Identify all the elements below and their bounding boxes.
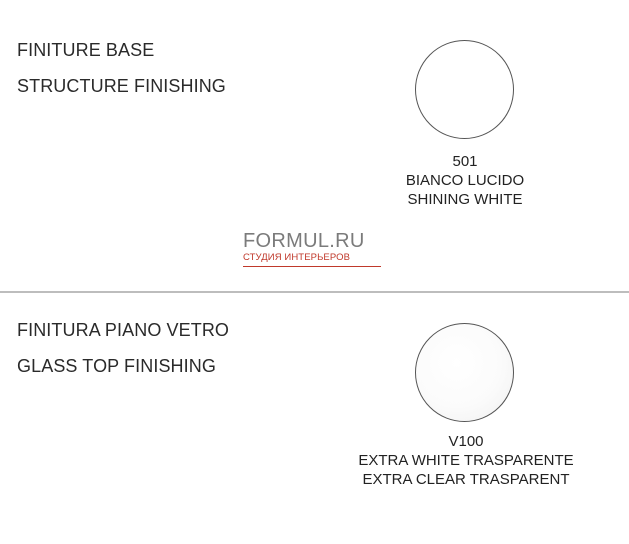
base-section-title-english: STRUCTURE FINISHING bbox=[17, 76, 226, 96]
base-swatch-name-english: SHINING WHITE bbox=[407, 191, 523, 208]
watermark-brand: FORMUL.RU bbox=[243, 230, 365, 252]
glass-section-title-italian: FINITURA PIANO VETRO bbox=[17, 320, 230, 340]
base-swatch-code: 501 bbox=[452, 153, 478, 170]
glass-swatch-name-italian: EXTRA WHITE TRASPARENTE bbox=[358, 452, 574, 469]
glass-color-swatch bbox=[415, 323, 514, 422]
glass-swatch-name-english: EXTRA CLEAR TRASPARENT bbox=[362, 471, 570, 488]
glass-section-title-english: GLASS TOP FINISHING bbox=[17, 356, 216, 376]
base-section-title-italian: FINITURE BASE bbox=[17, 40, 155, 60]
section-divider bbox=[0, 291, 629, 293]
base-swatch-name-italian: BIANCO LUCIDO bbox=[405, 172, 525, 189]
base-swatch-caption: 501 BIANCO LUCIDO SHINING WHITE bbox=[365, 152, 565, 209]
watermark-tagline: СТУДИЯ ИНТЕРЬЕРОВ bbox=[243, 252, 351, 263]
base-color-swatch bbox=[415, 40, 514, 139]
glass-swatch-caption: V100 EXTRA WHITE TRASPARENTE EXTRA CLEAR… bbox=[316, 432, 616, 489]
glass-swatch-code: V100 bbox=[448, 433, 484, 450]
watermark-underline bbox=[243, 266, 381, 267]
watermark-logo: FORMUL.RU СТУДИЯ ИНТЕРЬЕРОВ bbox=[243, 230, 383, 267]
